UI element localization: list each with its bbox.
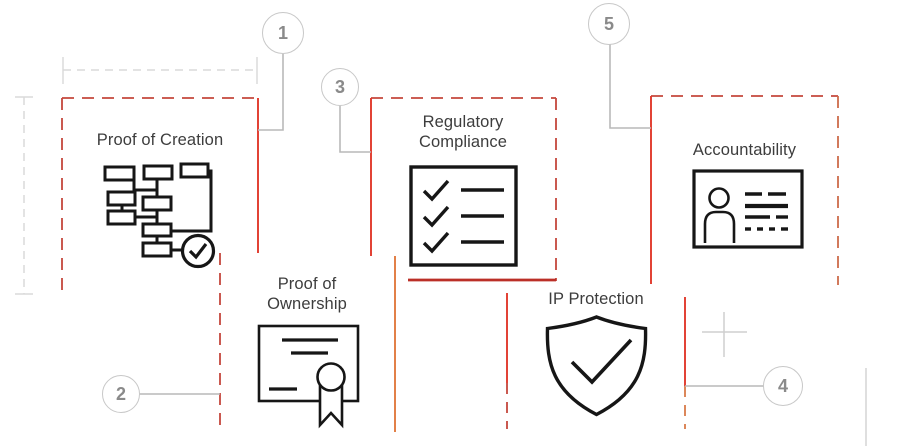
box-proof-of-ownership-border [219, 253, 396, 433]
label-proof-of-ownership: Proof of Ownership [267, 275, 347, 314]
dimension-guides [15, 57, 867, 446]
certificate-icon [257, 324, 360, 429]
box-proof-of-creation-border [61, 97, 259, 296]
callout-circle-1: 1 [262, 12, 304, 54]
box-accountability-border [650, 95, 839, 286]
callout-number-1: 1 [277, 22, 288, 43]
callout-number-3: 3 [334, 76, 345, 97]
box-regulatory-compliance-border [370, 97, 557, 282]
callout-connectors [139, 44, 764, 395]
box-ip-protection-border [506, 255, 686, 429]
callout-circle-5: 5 [588, 3, 630, 45]
label-ip-protection: IP Protection [548, 290, 644, 308]
label-proof-of-creation: Proof of Creation [96, 131, 224, 149]
flowchart-check-icon [103, 162, 216, 269]
callout-circle-4: 4 [763, 366, 803, 406]
callout-number-5: 5 [603, 13, 614, 34]
label-regulatory-compliance: Regulatory Compliance [418, 113, 508, 152]
label-accountability: Accountability [692, 141, 797, 159]
callout-circle-2: 2 [102, 375, 140, 413]
callout-circle-3: 3 [321, 68, 359, 106]
shield-check-icon [545, 315, 648, 417]
callout-number-4: 4 [777, 375, 788, 396]
checklist-icon [409, 165, 518, 267]
callout-number-2: 2 [115, 383, 126, 404]
id-card-icon [692, 169, 804, 249]
